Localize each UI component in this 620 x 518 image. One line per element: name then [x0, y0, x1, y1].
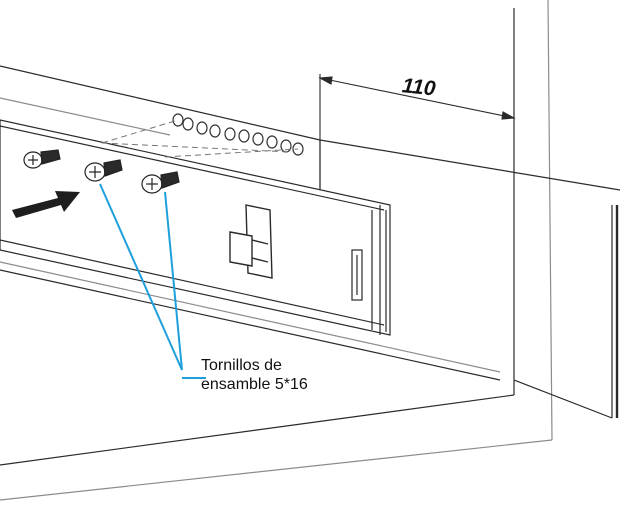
insertion-arrow-icon	[12, 191, 80, 218]
screw-icon	[23, 149, 61, 169]
screw-icon	[84, 159, 123, 182]
alignment-guides	[101, 119, 299, 158]
rail-bracket	[229, 204, 273, 279]
callout-label: Tornillos de ensamble 5*16	[201, 356, 308, 394]
callout-leader	[99, 183, 206, 379]
dimension-label: 110	[401, 74, 437, 100]
dimension-110	[318, 74, 516, 188]
callout-line-2: ensamble 5*16	[201, 376, 308, 393]
hole-row	[172, 113, 304, 156]
cabinet-panel	[0, 0, 620, 501]
screw-icon	[141, 171, 180, 194]
callout-line-1: Tornillos de	[201, 357, 282, 374]
